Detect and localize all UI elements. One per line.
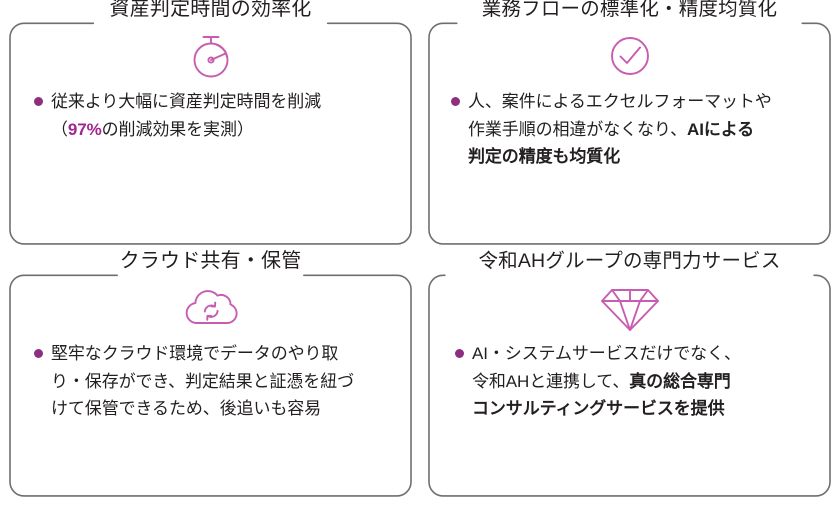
card-body-line: けて保管できるため、後追いも容易 xyxy=(51,395,399,423)
bullet-marker xyxy=(34,97,43,106)
plain-text: り・保存ができ、判定結果と証憑を紐づ xyxy=(51,371,355,391)
plain-text: 作業手順の相違がなくなり、 xyxy=(468,119,688,139)
check-circle-icon xyxy=(605,32,655,80)
card-body-line: （97%の削減効果を実測） xyxy=(51,116,393,144)
card-body: 従来より大幅に資産判定時間を削減 （97%の削減効果を実測） xyxy=(8,88,413,143)
feature-card-standardization: 業務フローの標準化・精度均質化 人、案件によるエクセルフォーマットや作業手順の相… xyxy=(427,0,832,246)
plain-text: けて保管できるため、後追いも容易 xyxy=(51,399,322,419)
feature-card-cloud-share: クラウド共有・保管 堅牢なクラウド環境でデータのやり取り・保存ができ、判定結果と… xyxy=(8,250,413,498)
highlight-text: 97% xyxy=(67,119,102,139)
card-body-line: 令和AHと連携して、真の総合専門 xyxy=(472,368,818,396)
emphasis-text: AIによる xyxy=(687,119,755,139)
emphasis-text: 真の総合専門 xyxy=(629,371,731,391)
card-body: AI・システムサービスだけでなく、令和AHと連携して、真の総合専門コンサルティン… xyxy=(427,340,832,423)
feature-card-expert-service: 令和AHグループの専門力サービス AI・システムサービスだけでなく、令和AHと連… xyxy=(427,250,832,498)
plain-text: 人、案件によるエクセルフォーマットや xyxy=(468,92,772,111)
card-body: 堅牢なクラウド環境でデータのやり取り・保存ができ、判定結果と証憑を紐づけて保管で… xyxy=(8,340,413,423)
feature-card-efficiency: 資産判定時間の効率化 従来より大幅に資産判定時間を削減 （97%の削減効果を実測） xyxy=(8,0,413,246)
card-body-line: 堅牢なクラウド環境でデータのやり取 xyxy=(51,340,399,368)
card-body-text: AI・システムサービスだけでなく、令和AHと連携して、真の総合専門コンサルティン… xyxy=(472,340,818,423)
bullet-marker xyxy=(451,97,460,106)
card-title: 令和AHグループの専門力サービス xyxy=(478,250,781,272)
plain-text: の削減効果を実測） xyxy=(101,119,254,139)
plain-text: 従来より大幅に資産判定時間を削減 xyxy=(51,92,322,111)
card-body-line: 従来より大幅に資産判定時間を削減 xyxy=(51,88,393,116)
emphasis-text: 判定の精度も均質化 xyxy=(468,147,621,167)
card-body-line: り・保存ができ、判定結果と証憑を紐づ xyxy=(51,368,399,396)
card-title: クラウド共有・保管 xyxy=(119,250,302,272)
card-body-line: 判定の精度も均質化 xyxy=(468,143,818,171)
card-body: 人、案件によるエクセルフォーマットや作業手順の相違がなくなり、AIによる判定の精… xyxy=(427,88,832,171)
card-body-line: コンサルティングサービスを提供 xyxy=(472,395,818,423)
stopwatch-icon xyxy=(185,32,237,80)
card-body-text: 従来より大幅に資産判定時間を削減 （97%の削減効果を実測） xyxy=(51,88,393,143)
card-body-line: 作業手順の相違がなくなり、AIによる xyxy=(468,116,818,144)
card-body-text: 人、案件によるエクセルフォーマットや作業手順の相違がなくなり、AIによる判定の精… xyxy=(468,88,818,171)
card-title: 業務フローの標準化・精度均質化 xyxy=(481,0,778,20)
card-body-text: 堅牢なクラウド環境でデータのやり取り・保存ができ、判定結果と証憑を紐づけて保管で… xyxy=(51,340,399,423)
plain-text: 令和AHと連携して、 xyxy=(472,371,630,391)
card-body-line: AI・システムサービスだけでなく、 xyxy=(472,340,818,368)
plain-text: 堅牢なクラウド環境でデータのやり取 xyxy=(51,344,339,363)
bullet-marker xyxy=(34,349,43,358)
diamond-icon xyxy=(598,284,662,332)
cloud-sync-icon xyxy=(180,284,242,332)
emphasis-text: コンサルティングサービスを提供 xyxy=(472,399,725,419)
card-body-line: 人、案件によるエクセルフォーマットや xyxy=(468,88,818,116)
plain-text: （ xyxy=(51,119,68,139)
plain-text: AI・システムサービスだけでなく、 xyxy=(472,344,741,363)
bullet-marker xyxy=(455,349,464,358)
card-title: 資産判定時間の効率化 xyxy=(109,0,312,20)
